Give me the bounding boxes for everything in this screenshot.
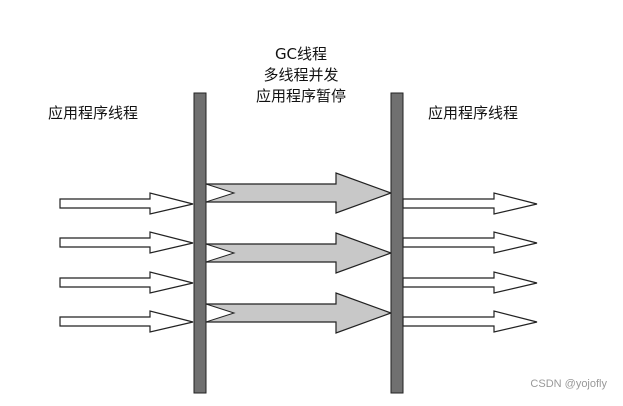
left-arrow-4 bbox=[59, 310, 194, 333]
multithread-concurrent-label: 多线程并发 bbox=[263, 66, 339, 84]
left-phase-label: 应用程序线程 bbox=[48, 104, 139, 122]
gc-arrow-3 bbox=[205, 292, 393, 334]
left-arrow-1 bbox=[59, 192, 194, 215]
left-app-thread-arrows bbox=[59, 192, 194, 333]
gc-arrow-2 bbox=[205, 232, 393, 274]
right-arrow-1 bbox=[402, 192, 538, 215]
right-arrow-3 bbox=[402, 271, 538, 294]
app-paused-label: 应用程序暂停 bbox=[255, 87, 346, 105]
gc-arrow-1 bbox=[205, 172, 393, 214]
gc-thread-arrows bbox=[205, 172, 393, 334]
right-app-thread-arrows bbox=[402, 192, 538, 333]
pause-end-bar bbox=[390, 92, 404, 394]
right-arrow-4 bbox=[402, 310, 538, 333]
gc-thread-label: GC线程 bbox=[274, 45, 328, 63]
left-arrow-2 bbox=[59, 231, 194, 254]
watermark: CSDN @yojofly bbox=[530, 378, 607, 390]
pause-start-bar bbox=[193, 92, 207, 394]
gc-arrow-tails bbox=[205, 183, 236, 323]
right-phase-label: 应用程序线程 bbox=[428, 104, 519, 122]
gc-phase-label: GC线程 多线程并发 应用程序暂停 bbox=[226, 44, 376, 107]
left-arrow-3 bbox=[59, 271, 194, 294]
right-arrow-2 bbox=[402, 231, 538, 254]
